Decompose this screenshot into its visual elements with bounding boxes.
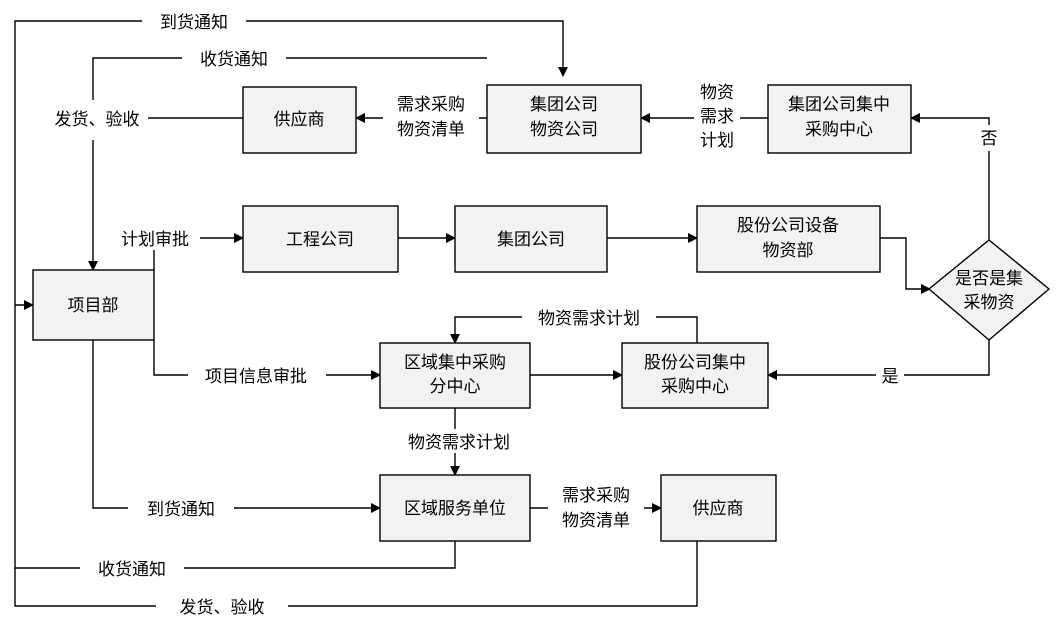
node-decision-centralized: 是否是集 采物资 (927, 239, 1051, 341)
equip-to-decision (880, 237, 931, 294)
connector-labels: 到货通知 收货通知 发货、验收 需求采购 物资清单 物资 需求 计划 否 计划审… (46, 9, 1002, 618)
demand-list-top-label-1: 需求采购 (397, 95, 465, 115)
svg-text:股份公司集中: 股份公司集中 (644, 353, 746, 373)
node-share-central-procurement: 股份公司集中 采购中心 (621, 342, 769, 409)
material-plan-loop-label: 物资需求计划 (538, 309, 640, 329)
no-connector (910, 113, 990, 240)
node-group-company: 集团公司 (454, 205, 608, 273)
svg-text:采购中心: 采购中心 (805, 120, 873, 140)
ship-accept-bottom-label: 发货、验收 (180, 598, 265, 618)
svg-text:工程公司: 工程公司 (286, 230, 354, 250)
demand-list-bottom-label-1: 需求采购 (562, 486, 630, 506)
svg-text:项目部: 项目部 (68, 296, 119, 316)
arrival-top-connector (14, 20, 568, 305)
svg-text:区域服务单位: 区域服务单位 (404, 499, 506, 519)
svg-text:股份公司设备: 股份公司设备 (737, 216, 839, 236)
node-project-dept: 项目部 (32, 269, 155, 341)
svg-text:集团公司: 集团公司 (530, 95, 598, 115)
receipt-bottom-connector (14, 305, 456, 569)
node-supplier-top: 供应商 (242, 86, 357, 154)
svg-text:供应商: 供应商 (274, 110, 325, 130)
receipt-top-label: 收货通知 (200, 50, 268, 70)
node-equipment-material-dept: 股份公司设备 物资部 (696, 205, 881, 273)
node-engineering-company: 工程公司 (242, 205, 399, 273)
svg-text:集团公司: 集团公司 (497, 230, 565, 250)
svg-text:分中心: 分中心 (430, 377, 481, 397)
arrival-top-label: 到货通知 (160, 13, 228, 33)
svg-text:物资公司: 物资公司 (530, 120, 598, 140)
no-label: 否 (981, 129, 998, 149)
material-plan-down-label: 物资需求计划 (408, 433, 510, 453)
demand-list-bottom-label-2: 物资清单 (562, 511, 630, 531)
svg-text:物资部: 物资部 (763, 241, 814, 261)
receipt-bottom-label: 收货通知 (98, 560, 166, 580)
node-supplier-bottom: 供应商 (660, 474, 777, 542)
svg-text:采物资: 采物资 (964, 293, 1015, 313)
material-plan-vert-label-1: 物资 (700, 83, 734, 103)
yes-label: 是 (882, 367, 899, 387)
receipt-top-connector (92, 57, 487, 100)
svg-text:区域集中采购: 区域集中采购 (404, 353, 506, 373)
project-info-approval-label: 项目信息审批 (205, 367, 307, 387)
yes-connector (767, 340, 990, 380)
svg-text:集团公司集中: 集团公司集中 (788, 95, 890, 115)
node-group-central-procurement: 集团公司集中 采购中心 (767, 84, 912, 154)
node-group-material-company: 集团公司 物资公司 (486, 84, 642, 154)
node-regional-center: 区域集中采购 分中心 (379, 342, 531, 409)
arrival-bottom-connector (92, 340, 381, 513)
ship-accept-top-label: 发货、验收 (55, 110, 140, 130)
material-plan-vert-label-3: 计划 (700, 131, 734, 151)
svg-text:供应商: 供应商 (693, 499, 744, 519)
ship-bottom-connector (14, 541, 698, 607)
node-regional-service-unit: 区域服务单位 (379, 474, 531, 542)
arrival-bottom-label: 到货通知 (147, 500, 215, 520)
svg-text:是否是集: 是否是集 (955, 269, 1023, 289)
plan-approval-label: 计划审批 (121, 230, 189, 250)
demand-list-top-label-2: 物资清单 (397, 120, 465, 140)
material-plan-vert-label-2: 需求 (700, 107, 734, 127)
svg-text:采购中心: 采购中心 (661, 377, 729, 397)
